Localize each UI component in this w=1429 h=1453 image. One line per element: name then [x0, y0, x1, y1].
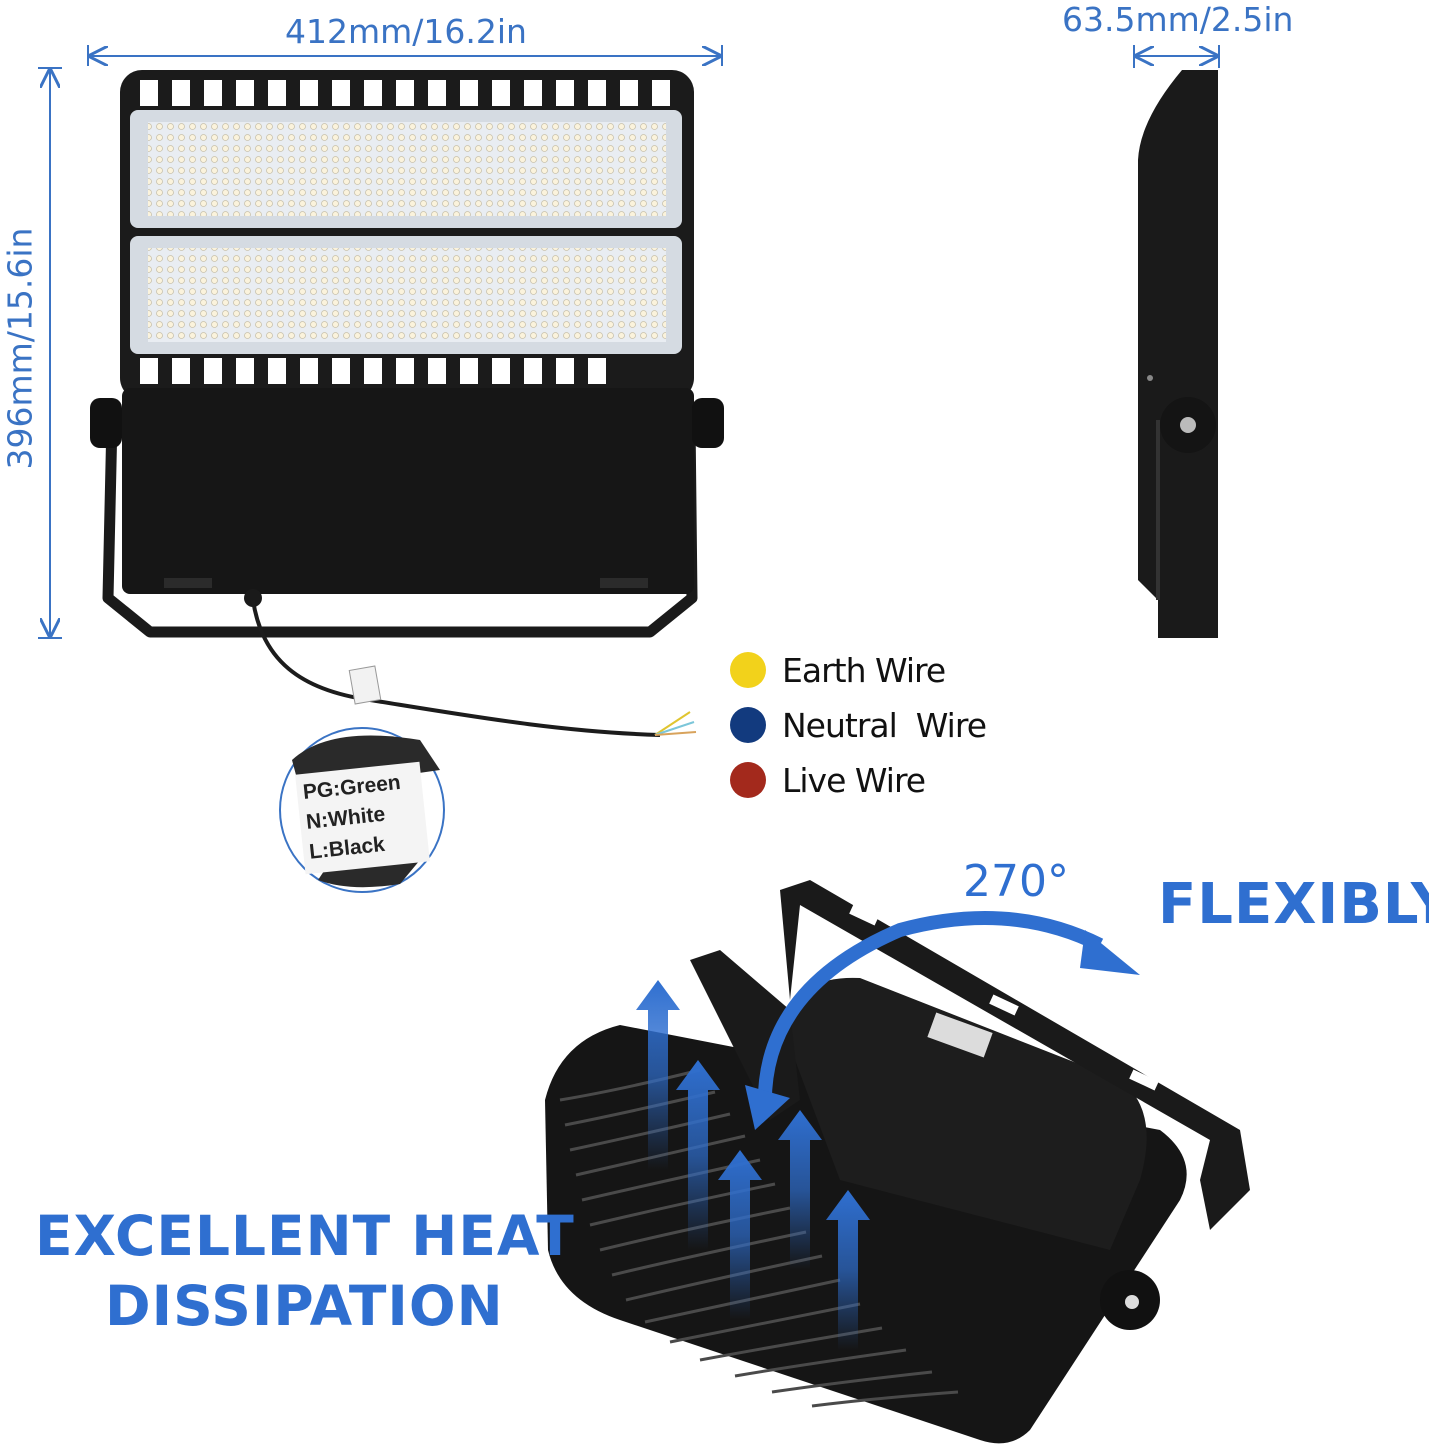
- live-wire-dot: [730, 762, 766, 798]
- heat-caption-line1: EXCELLENT HEAT: [35, 1204, 575, 1268]
- floodlight-side-view: [1138, 70, 1218, 638]
- width-dimension-line: [87, 45, 723, 66]
- heat-caption-line2: DISSIPATION: [105, 1274, 504, 1338]
- tilt-knob-right: [692, 398, 724, 448]
- legend-label-neutral: Neutral Wire: [782, 705, 987, 745]
- legend-item-live: Live Wire: [730, 760, 1030, 800]
- depth-dimension-label: 63.5mm/2.5in: [1062, 0, 1294, 39]
- rotation-arrow: [745, 911, 1140, 1130]
- floodlight-front-view: [90, 70, 724, 737]
- power-cable: [251, 599, 661, 737]
- height-dimension-line: [38, 67, 62, 639]
- legend-label-live: Live Wire: [782, 760, 926, 800]
- neutral-wire-dot: [730, 707, 766, 743]
- wire-legend: Earth Wire Neutral Wire Live Wire: [730, 650, 1030, 800]
- depth-dimension-line: [1133, 45, 1220, 68]
- legend-item-neutral: Neutral Wire: [730, 705, 1030, 745]
- rotation-angle-label: 270°: [963, 856, 1069, 907]
- heat-arrows: [636, 980, 870, 1350]
- tilt-knob-left: [90, 398, 122, 448]
- height-dimension-label: 396mm/15.6in: [0, 227, 40, 470]
- width-dimension-label: 412mm/16.2in: [285, 12, 527, 51]
- earth-wire-dot: [730, 652, 766, 688]
- wire-label-card: PG:Green N:White L:Black: [295, 761, 430, 875]
- driver-housing: [122, 388, 694, 594]
- legend-item-earth: Earth Wire: [730, 650, 1030, 690]
- legend-label-earth: Earth Wire: [782, 650, 946, 690]
- flexibly-caption: FLEXIBLY: [1158, 872, 1429, 937]
